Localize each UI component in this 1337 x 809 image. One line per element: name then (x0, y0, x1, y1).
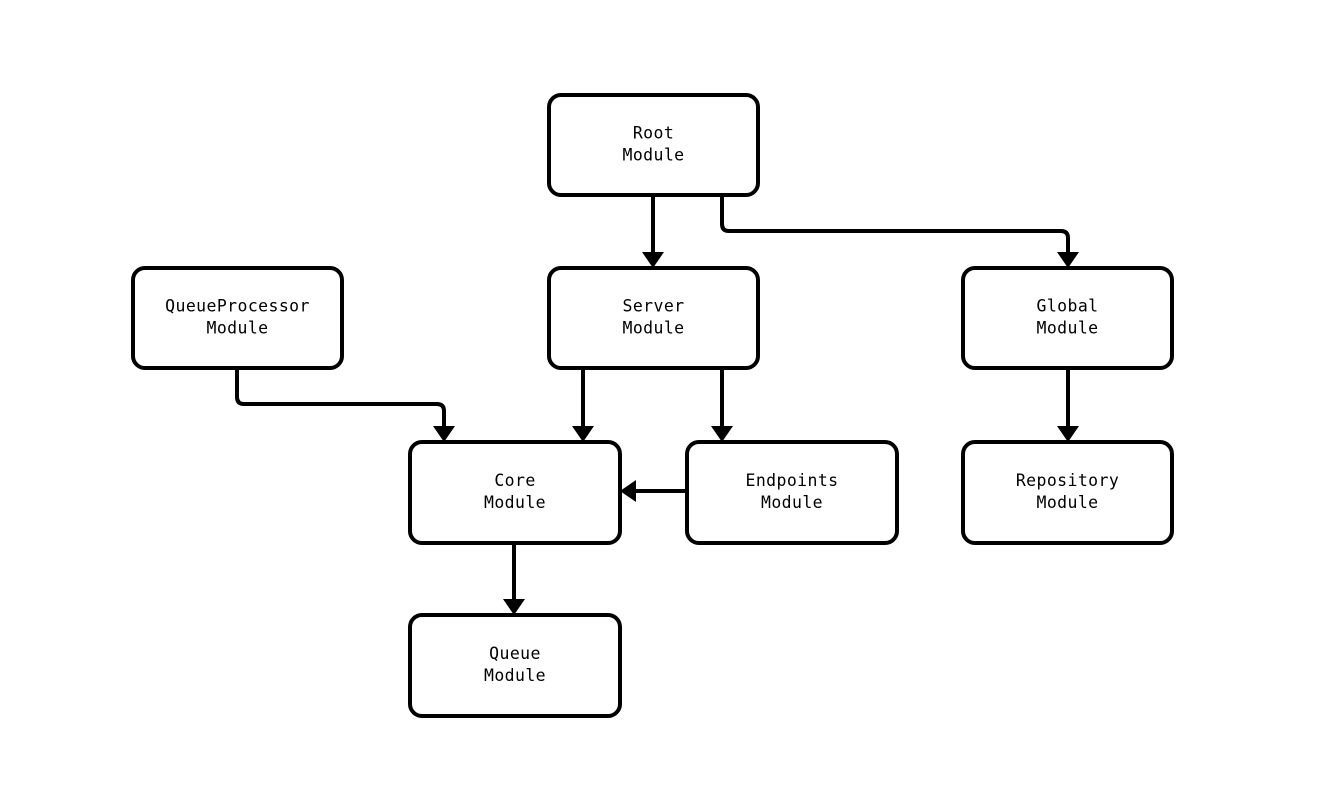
edge-line (235, 368, 446, 432)
node-label-secondary-queue: Module (484, 666, 546, 685)
node-label-primary-global: Global (1036, 297, 1098, 316)
edge-endpoints-to-core (620, 480, 687, 502)
node-label-secondary-core: Module (484, 493, 546, 512)
node-box-root[interactable] (547, 93, 760, 197)
node-label-secondary-global: Module (1036, 319, 1098, 338)
node-box-server[interactable] (547, 266, 760, 370)
arrow-head-icon (1057, 252, 1079, 268)
node-box-endpoints[interactable] (685, 440, 899, 545)
arrow-head-icon (1057, 426, 1079, 442)
edges-layer (235, 195, 1079, 615)
edge-core-to-queue (503, 543, 525, 615)
node-box-queueprocessor[interactable] (131, 266, 344, 370)
edge-root-to-global (720, 195, 1079, 268)
edge-root-to-server (642, 195, 664, 268)
edge-global-to-repository (1057, 368, 1079, 442)
edge-queueprocessor-to-core (235, 368, 455, 442)
node-label-primary-server: Server (622, 297, 684, 316)
arrow-head-icon (711, 426, 733, 442)
node-label-primary-repository: Repository (1016, 471, 1119, 490)
arrow-head-icon (620, 480, 636, 502)
arrow-head-icon (642, 252, 664, 268)
edge-line (720, 195, 1070, 258)
node-box-core[interactable] (408, 440, 622, 545)
node-label-secondary-endpoints: Module (761, 493, 823, 512)
node-label-secondary-queueprocessor: Module (206, 319, 268, 338)
node-label-primary-core: Core (494, 471, 535, 490)
nodes-layer: RootModuleQueueProcessorModuleServerModu… (131, 93, 1174, 718)
arrow-head-icon (503, 599, 525, 615)
node-box-queue[interactable] (408, 613, 622, 718)
arrow-head-icon (433, 426, 455, 442)
node-box-global[interactable] (961, 266, 1174, 370)
node-label-primary-root: Root (633, 124, 674, 143)
node-label-secondary-server: Module (622, 319, 684, 338)
node-label-secondary-root: Module (622, 146, 684, 165)
node-box-repository[interactable] (961, 440, 1174, 545)
node-label-primary-queue: Queue (489, 644, 541, 663)
edge-server-to-endpoints (711, 368, 733, 442)
edge-server-to-core (572, 368, 594, 442)
node-label-secondary-repository: Module (1036, 493, 1098, 512)
node-label-primary-endpoints: Endpoints (745, 471, 838, 490)
arrow-head-icon (572, 426, 594, 442)
node-label-primary-queueprocessor: QueueProcessor (165, 297, 310, 316)
